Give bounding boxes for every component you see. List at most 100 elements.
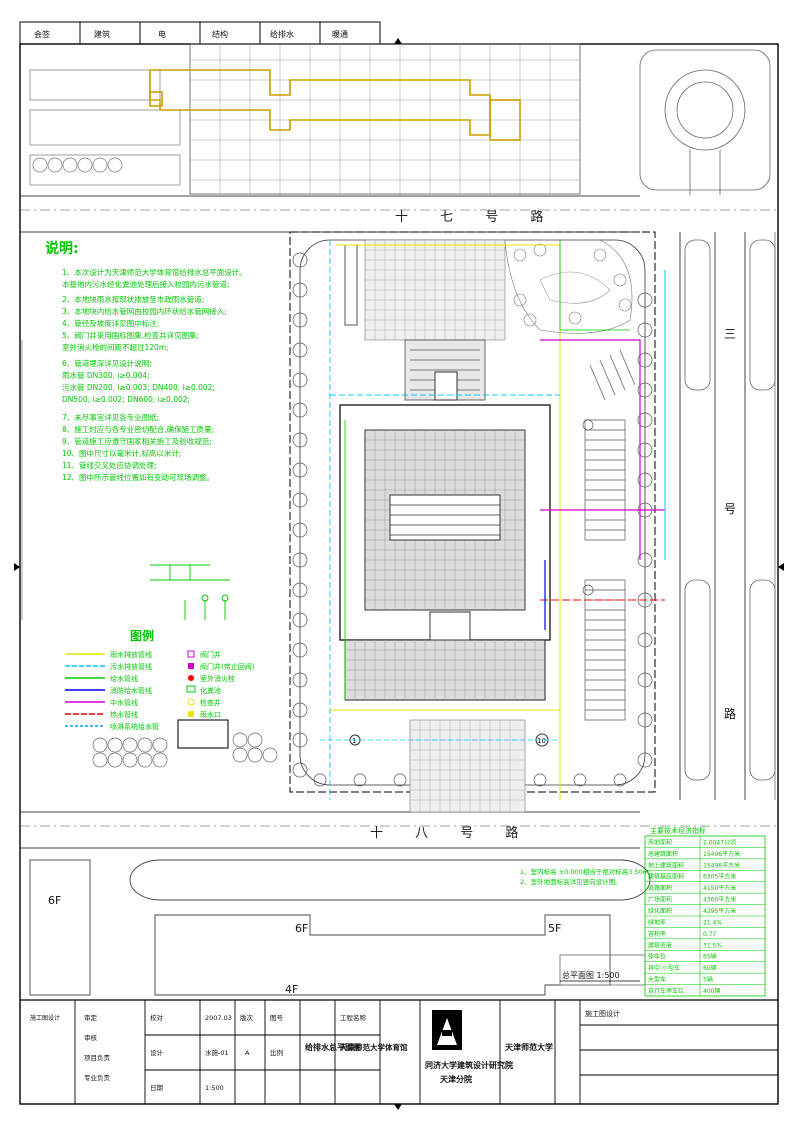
- garden-area: [504, 239, 633, 334]
- note-line: 1、本次设计为天津师范大学体育馆给排水总平面设计。: [62, 267, 247, 277]
- valve-well-icon: [187, 650, 195, 658]
- table-row-value: 4295平方米: [703, 907, 736, 915]
- manhole-icon: [187, 698, 195, 706]
- drawing-name: 给排水总平面图: [305, 1042, 361, 1052]
- company-logo: [432, 1010, 462, 1050]
- table-row-value: 6305平方米: [703, 873, 736, 881]
- legend-label: 阀门井: [200, 650, 221, 659]
- table-row-value: 4360平方米: [703, 896, 736, 904]
- table-row-value: 65辆: [703, 953, 717, 961]
- legend-label: 给水管线: [110, 674, 138, 683]
- table-row-value: 15496平方米: [703, 861, 740, 869]
- note-line: 6、管道埋深详见设计说明:: [62, 358, 152, 368]
- fire-hydrant-icon: [188, 675, 194, 681]
- sign-row-label: 校对: [150, 1013, 164, 1022]
- legend-label: 污水排放管线: [110, 662, 152, 671]
- legend-label: 喷淋系统给水管: [110, 722, 159, 731]
- company-name: 同济大学建筑设计研究院: [425, 1060, 513, 1070]
- building-6f-label: 6F: [295, 922, 308, 935]
- sign-row-label: 设计: [150, 1048, 164, 1057]
- table-row-label: 建筑密度: [648, 941, 672, 949]
- road-18-label: 十 八 号 路: [370, 825, 532, 841]
- stage-value: 施工图设计: [585, 1009, 620, 1018]
- project-name: 天津师范大学体育馆: [340, 1042, 408, 1052]
- title-block-note: 施工图设计: [30, 1014, 60, 1022]
- header-cell-6: 暖通: [332, 29, 348, 39]
- note-line: 11、管线交叉处应协调处理;: [62, 460, 157, 470]
- legend-label: 室外消火栓: [200, 674, 235, 683]
- table-row-label: 用地面积: [648, 838, 672, 846]
- south-plaza-paving: 1 10: [349, 719, 549, 813]
- table-row-value: 5辆: [703, 976, 713, 984]
- table-row-label: 道路面积: [648, 884, 672, 892]
- legend-label: 雨水口: [200, 710, 221, 719]
- building-5f-label: 5F: [548, 922, 561, 935]
- legend-label: 化粪池: [200, 686, 221, 695]
- note-line: 本基地内污水经化粪池处理后接入校园内污水管道;: [62, 279, 230, 289]
- road-3-label-top: 三: [724, 327, 736, 341]
- table-row-label: 大型车: [648, 976, 666, 984]
- note-line: 2、本地块雨水按现状排放至市政雨水管道;: [62, 294, 204, 304]
- note-line: 污水管 DN200, i≥0.003; DN400, i≥0.002;: [62, 382, 215, 392]
- header-cell-1: 会签: [34, 29, 50, 39]
- legend: 图例 雨水排放管线 污水排放管线 给水管线 消防给水管线 中水管线 热水管线 喷…: [65, 628, 255, 731]
- building-6f-left-label: 6F: [48, 894, 61, 907]
- date-label: 日期: [150, 1084, 164, 1092]
- table-row-value: 4150平方米: [703, 884, 736, 892]
- header-cell-4: 结构: [212, 29, 228, 39]
- table-row-value: 15496平方米: [703, 850, 740, 858]
- sign-row-label: 项目负责: [84, 1053, 111, 1062]
- table-row-label: 容积率: [648, 930, 666, 938]
- note-line: 7、未尽事宜详见各专业图纸;: [62, 412, 159, 422]
- table-row-label: 广场面积: [648, 896, 672, 904]
- table-row-label: 绿化面积: [648, 907, 672, 915]
- header-cell-5: 给排水: [270, 29, 294, 39]
- project-label: 工程名称: [340, 1013, 367, 1022]
- note-line: 10、图中尺寸以毫米计,标高以米计;: [62, 448, 181, 458]
- south-buildings: [29, 859, 651, 996]
- legend-label: 热水管线: [110, 710, 138, 719]
- table-row-value: 60辆: [703, 964, 717, 972]
- road-17-label: 十 七 号 路: [395, 209, 557, 225]
- road-3: 三 号 路: [679, 232, 776, 800]
- pipe-detail-sketch: [150, 564, 230, 620]
- small-cell: 比例: [270, 1048, 283, 1057]
- scale-label: 总平面图 1:500: [562, 970, 620, 980]
- septic-tank-icon: [186, 685, 196, 693]
- sign-row-label: 专业负责: [84, 1073, 111, 1082]
- note-line: 室外消火栓的间距不超过120m;: [62, 342, 169, 352]
- sign-row-label: 审定: [84, 1013, 98, 1022]
- small-cell: 图号: [270, 1014, 284, 1022]
- table-note-line: 1、室内标高 ±0.000相当于绝对标高3.50m;: [520, 867, 651, 876]
- table-row-value: 400辆: [703, 987, 720, 995]
- west-trees: [21, 340, 278, 768]
- table-row-label: 总建筑面积: [648, 850, 678, 858]
- note-line: 12、图中所示管线位置如有变动可现场调整。: [62, 472, 214, 482]
- sign-off-header-strip: 会签 建筑 电 结构 给排水 暖通: [19, 21, 381, 45]
- table-row-label: 地上建筑面积: [648, 861, 684, 869]
- note-line: 4、管径及坡度详见图中标注;: [62, 318, 159, 328]
- check-valve-well-icon: [188, 663, 194, 669]
- north-tree-row: [32, 157, 123, 173]
- existing-building-north: [149, 69, 521, 141]
- sign-row-label: 审核: [84, 1033, 98, 1042]
- axis-1-label: 1: [352, 737, 356, 745]
- design-notes: 说明: 1、本次设计为天津师范大学体育馆给排水总平面设计。 本基地内污水经化粪池…: [45, 240, 247, 482]
- small-cell: A: [245, 1049, 250, 1057]
- building-4f-label: 4F: [285, 983, 298, 996]
- legend-label: 中水管线: [110, 698, 138, 707]
- date-value: 2007.03: [205, 1014, 232, 1022]
- note-line: 雨水管 DN300, i≥0.004;: [62, 370, 150, 380]
- note-line: 3、本地块内给水管网由校园内环状给水管网接入;: [62, 306, 227, 316]
- note-line: DN500, i≥0.002; DN600, i≥0.002;: [62, 395, 190, 404]
- client-name: 天津师范大学: [505, 1042, 553, 1052]
- note-line: 5、阀门井采用国标图集,检查井详见图集;: [62, 330, 199, 340]
- north-campus-area: [29, 43, 771, 195]
- table-row-value: 0.77: [703, 931, 717, 938]
- gymnasium-building: [339, 404, 551, 701]
- table-row-label: 绿地率: [648, 918, 666, 926]
- road-17: 十 七 号 路: [20, 195, 780, 233]
